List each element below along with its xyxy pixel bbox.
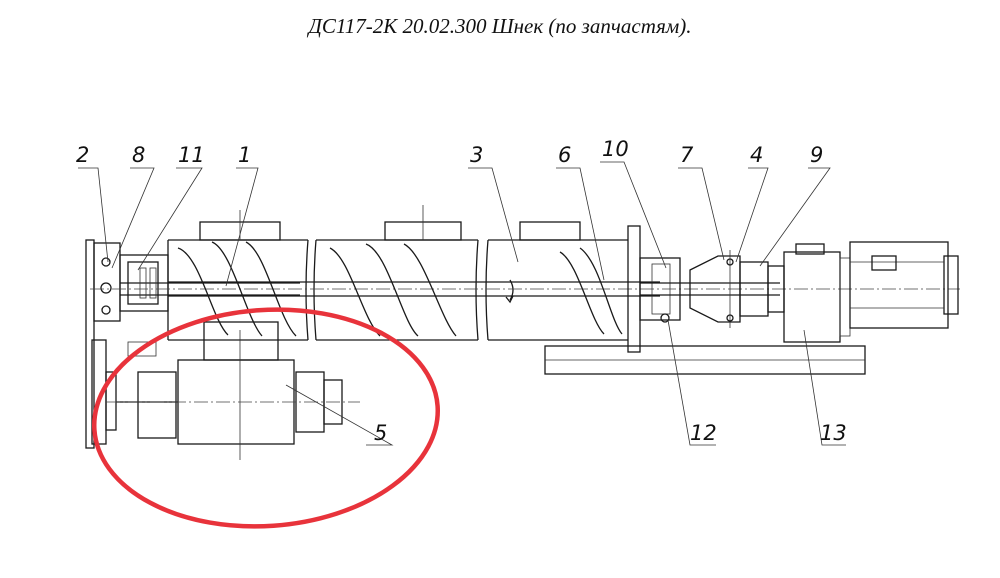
left-end-frame xyxy=(85,239,121,449)
trough-section-1 xyxy=(167,210,309,341)
gearbox xyxy=(767,243,851,343)
callout-10: 10 xyxy=(602,137,629,161)
callout-9: 9 xyxy=(810,143,823,167)
drawing-title: ДС117-2К 20.02.300 Шнек (по запчастям). xyxy=(308,14,692,38)
callout-7: 7 xyxy=(680,143,694,167)
left-bearing-assembly xyxy=(119,254,300,312)
base-frame xyxy=(544,345,866,375)
callout-12: 12 xyxy=(690,421,717,445)
agitator-motor xyxy=(91,321,360,460)
trough-section-3 xyxy=(485,221,628,341)
callout-4: 4 xyxy=(750,143,763,167)
callout-5: 5 xyxy=(374,421,387,445)
callout-numbers: 2 8 11 1 3 6 10 7 4 9 5 12 13 xyxy=(76,137,847,445)
callout-6: 6 xyxy=(558,143,571,167)
highlight-ellipse xyxy=(92,307,440,529)
leader-lines xyxy=(78,161,846,446)
auger-screw xyxy=(90,241,960,337)
callout-3: 3 xyxy=(470,143,483,167)
callout-11: 11 xyxy=(178,143,205,167)
trough-section-2 xyxy=(313,205,479,341)
callout-13: 13 xyxy=(820,421,847,445)
electric-motor xyxy=(849,241,959,329)
drive-end-bearing xyxy=(627,225,780,353)
callout-1: 1 xyxy=(238,143,251,167)
callout-8: 8 xyxy=(132,143,145,167)
callout-2: 2 xyxy=(76,143,89,167)
